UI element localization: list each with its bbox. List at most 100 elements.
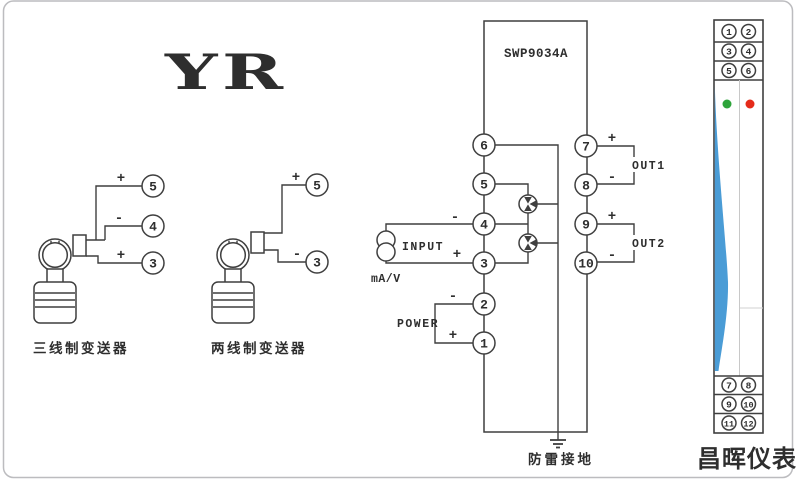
polarity-sign: + — [117, 248, 125, 264]
panel-terminal-1 — [721, 23, 737, 40]
label-mask — [629, 235, 669, 250]
transmitter-body — [211, 281, 255, 324]
surge-arrester-icon — [518, 233, 538, 253]
panel-number: 12 — [743, 420, 753, 430]
terminal-number: 8 — [582, 179, 590, 194]
transmitter-connector — [250, 231, 265, 254]
panel-terminal-4 — [740, 43, 757, 59]
panel-number: 5 — [726, 66, 732, 77]
terminal-number: 6 — [480, 139, 488, 154]
panel-terminal-9 — [721, 396, 737, 412]
wire-5-surge — [495, 183, 529, 195]
terminal-number: 5 — [480, 178, 488, 193]
panel-number: 3 — [726, 47, 732, 58]
polarity-sign: + — [292, 170, 300, 186]
watermark-text: 昌晖仪表 — [697, 446, 797, 473]
transmitter-neck — [46, 268, 64, 284]
terminal-circle-4 — [141, 214, 165, 238]
transmitter-neck — [224, 268, 242, 284]
yr-logo: YR — [164, 43, 288, 101]
swp9034a-block: - + INPUT mA/V - + POWER OUT1 + - OUT2 +… — [371, 20, 669, 467]
earth-ground-icon — [550, 439, 566, 449]
out1-label: OUT1 — [632, 160, 666, 173]
block-terminal-6 — [472, 133, 496, 157]
polarity-sign: + — [117, 171, 125, 187]
block-terminal-5 — [472, 172, 496, 196]
arrow-up — [524, 204, 532, 211]
terminal-number: 4 — [480, 218, 488, 233]
wire-to-5 — [95, 185, 142, 240]
polarity-sign: - — [293, 247, 301, 263]
terminal-number: 3 — [149, 257, 157, 272]
panel-terminal-6 — [740, 62, 757, 79]
wire-to-3 — [263, 249, 306, 263]
input-unit-label: mA/V — [371, 273, 401, 286]
panel-terminal-5 — [721, 62, 737, 79]
panel-terminal-3 — [721, 43, 737, 59]
label-mask — [629, 157, 669, 172]
panel-blue-accent — [714, 86, 729, 371]
terminal-number: 5 — [149, 180, 157, 195]
surge-circle — [518, 233, 538, 253]
two-wire-transmitter: 5 3 + - 两线制变送器 — [211, 170, 329, 356]
panel-terminal-8 — [740, 377, 757, 393]
block-terminal-8 — [574, 173, 598, 197]
block-terminal-7 — [574, 134, 598, 158]
lightning-ground-label: 防雷接地 — [528, 451, 594, 467]
terminal-number: 1 — [480, 337, 488, 352]
terminal-number: 7 — [582, 140, 590, 155]
terminal-number: 3 — [480, 257, 488, 272]
three-wire-transmitter: 5 4 3 + - + 三线制变送器 — [33, 171, 165, 356]
panel-number: 9 — [726, 400, 732, 411]
panel-number: 10 — [743, 401, 753, 411]
panel-terminal-2 — [740, 23, 757, 40]
panel-terminal-10 — [740, 396, 757, 412]
polarity-sign: + — [608, 131, 616, 147]
terminal-number: 10 — [578, 257, 594, 272]
input-wire-minus — [385, 223, 473, 231]
terminal-number: 2 — [480, 298, 488, 313]
arrow-down — [524, 197, 532, 204]
power-led-green — [722, 99, 732, 109]
block-terminal-10 — [574, 251, 598, 275]
transmitter-connector — [72, 234, 87, 257]
terminal-number: 4 — [149, 220, 157, 235]
wire-to-3 — [86, 255, 142, 264]
terminal-number: 9 — [582, 218, 590, 233]
polarity-sign: + — [453, 247, 461, 263]
two-wire-label: 两线制变送器 — [211, 340, 307, 356]
transmitter-head-inner — [41, 241, 69, 269]
polarity-sign: - — [449, 289, 457, 305]
block-terminal-4 — [472, 212, 496, 236]
status-led-red — [745, 99, 755, 109]
wire-to-4 — [104, 225, 142, 240]
polarity-sign: - — [451, 210, 459, 226]
panel-terminal-11 — [721, 415, 737, 431]
arrow-down — [524, 236, 532, 243]
block-terminal-2 — [472, 292, 496, 316]
polarity-sign: - — [608, 248, 616, 264]
page-border — [2, 0, 794, 479]
terminal-circle-5 — [141, 174, 165, 198]
surge-circle — [518, 194, 538, 214]
polarity-sign: + — [449, 328, 457, 344]
block-outline — [483, 20, 588, 433]
polarity-sign: - — [608, 170, 616, 186]
arrow-left — [529, 200, 537, 208]
terminal-circle-5 — [305, 173, 329, 197]
panel-number: 1 — [726, 27, 732, 38]
terminal-number: 3 — [313, 256, 321, 271]
current-source-icon — [376, 242, 396, 262]
wire-to-5 — [263, 184, 306, 234]
terminal-circle-3 — [305, 250, 329, 274]
block-terminal-1 — [472, 331, 496, 355]
three-wire-label: 三线制变送器 — [33, 340, 129, 356]
transmitter-body — [33, 281, 77, 324]
terminal-circle-3 — [141, 251, 165, 275]
polarity-sign: - — [115, 211, 123, 227]
surge-arrester-icon — [518, 194, 538, 214]
panel-terminal-12 — [740, 415, 757, 431]
block-terminal-9 — [574, 212, 598, 236]
